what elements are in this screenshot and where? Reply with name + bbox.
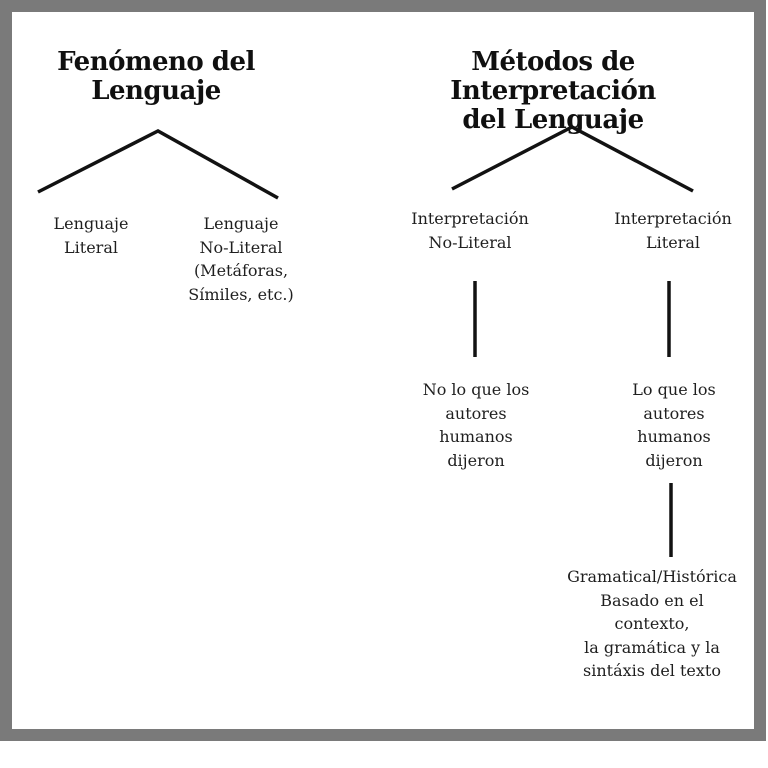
- node-no-lo-que-los-autores: No lo que los autores humanos dijeron: [422, 380, 530, 470]
- node-gramatical-historica: Gramatical/Histórica Basado en el contex…: [567, 567, 737, 680]
- node-interpretacion-literal: Interpretación Literal: [614, 209, 732, 252]
- diagram-frame-border: [0, 0, 766, 741]
- right-tree-title: Métodos de Interpretación del Lenguaje: [450, 47, 656, 135]
- node-lenguaje-no-literal: Lenguaje No-Literal (Metáforas, Símiles,…: [188, 214, 294, 304]
- node-lenguaje-literal: Lenguaje Literal: [53, 214, 129, 257]
- node-lo-que-los-autores: Lo que los autores humanos dijeron: [632, 380, 716, 470]
- node-interpretacion-no-literal: Interpretación No-Literal: [411, 209, 529, 252]
- left-tree-title: Fenómeno del Lenguaje: [57, 47, 255, 106]
